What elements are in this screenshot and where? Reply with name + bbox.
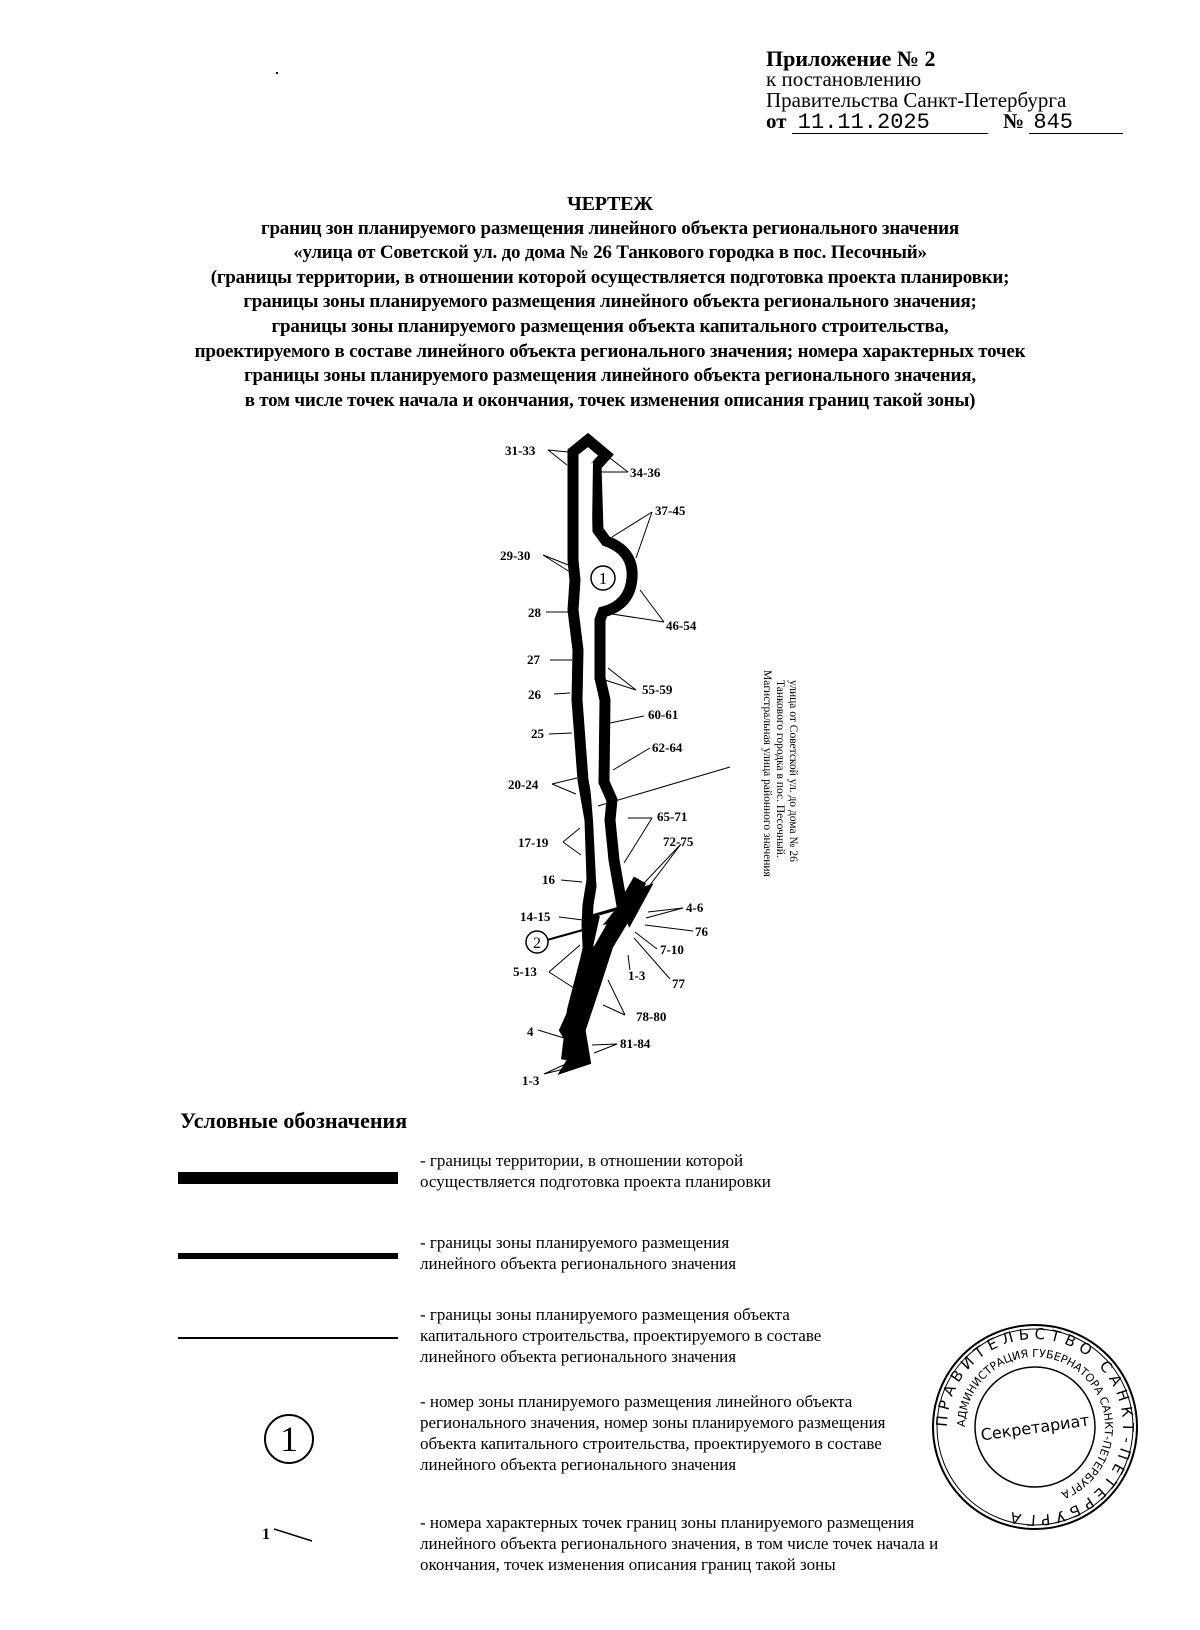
decree-number: 845	[1029, 112, 1124, 134]
title-line: «улица от Советской ул. до дома № 26 Тан…	[293, 242, 927, 264]
point-label: 78-80	[636, 1009, 666, 1024]
legend-text: - границы зоны планируемого размещения	[420, 1233, 730, 1252]
point-label: 60-61	[648, 707, 678, 722]
legend-item-zone-number: - номер зоны планируемого размещения лин…	[420, 1391, 980, 1475]
point-label: 5-13	[513, 964, 537, 979]
planning-drawing: 1 2 31-3	[500, 432, 799, 1088]
legend-text: линейного объекта регионального значения	[420, 1347, 737, 1366]
point-label: 29-30	[500, 548, 530, 563]
point-label: 7-10	[660, 942, 684, 957]
road-inner	[582, 462, 612, 900]
point-label: 28	[528, 605, 542, 620]
decree-date: 11.11.2025	[791, 112, 988, 134]
point-label: 4	[527, 1024, 534, 1039]
legend-text: окончания, точек изменения описания гран…	[420, 1555, 836, 1574]
point-labels: 31-33 34-36 37-45 29-30 28 46-54 27 26 5…	[500, 443, 709, 1088]
legend-symbol-medium-line	[178, 1253, 398, 1259]
point-label: 27	[527, 652, 541, 667]
zone-2-divider	[584, 903, 631, 920]
scan-speck	[276, 72, 278, 74]
zone-1-marker: 1	[590, 565, 616, 591]
annex-header: Приложение № 2 к постановлению Правитель…	[766, 46, 1124, 134]
point-label: 46-54	[666, 618, 697, 633]
legend-text: линейного объекта регионального значения	[420, 1455, 737, 1474]
legend-symbol-thick-line	[178, 1172, 398, 1184]
legend-text: - номер зоны планируемого размещения лин…	[420, 1392, 853, 1411]
lower-branch	[563, 876, 647, 1062]
stamp-center-text: Секретариат	[980, 1410, 1091, 1444]
point-number-sample: 1	[262, 1526, 270, 1543]
legend-symbol-point-number: 1	[262, 1526, 314, 1544]
point-label: 77	[672, 976, 686, 991]
legend-text: - номера характерных точек границ зоны п…	[420, 1513, 915, 1532]
point-label: 62-64	[652, 740, 683, 755]
title-line: границы зоны планируемого размещения объ…	[271, 315, 949, 337]
point-label: 81-84	[620, 1036, 651, 1051]
point-label: 37-45	[655, 503, 686, 518]
point-label: 17-19	[518, 835, 549, 850]
point-label: 14-15	[520, 909, 551, 924]
legend-text: регионального значения, номер зоны плани…	[420, 1413, 886, 1432]
road-callout-line-3: Магистральная улица районного значения	[761, 670, 773, 878]
point-label: 65-71	[657, 809, 687, 824]
legend-item-capital-construction-zone: - границы зоны планируемого размещения о…	[420, 1304, 980, 1367]
legend-text: капитального строительства, проектируемо…	[420, 1326, 822, 1345]
title-heading: ЧЕРТЕЖ	[567, 193, 653, 215]
point-label: 26	[528, 687, 542, 702]
legend-item-territory-boundary: - границы территории, в отношении которо…	[420, 1150, 980, 1192]
point-label: 55-59	[642, 682, 673, 697]
document-title: ЧЕРТЕЖ границ зон планируемого размещени…	[80, 192, 1140, 413]
point-label: 1-3	[628, 968, 646, 983]
leader-line-icon	[273, 1528, 313, 1543]
zone-1-label: 1	[599, 569, 608, 588]
date-prefix: от	[766, 109, 787, 133]
official-stamp: ПРАВИТЕЛЬСТВО САНКТ-ПЕТЕРБУРГА АДМИНИСТР…	[932, 1324, 1138, 1530]
legend-symbol-thin-line	[178, 1337, 398, 1339]
point-label: 4-6	[686, 900, 704, 915]
road-callout-line-2: Танкового городка в пос. Песочный.	[774, 680, 786, 858]
road-callout-line-1: улица от Советской ул. до дома № 26	[787, 680, 799, 862]
point-label: 16	[542, 872, 556, 887]
number-prefix: №	[1003, 109, 1025, 133]
zone-2-marker: 2	[525, 927, 591, 954]
legend-text: линейного объекта регионального значения	[420, 1254, 737, 1273]
territory-boundary	[557, 432, 654, 1076]
legend-title: Условные обозначения	[180, 1108, 408, 1133]
leader-lines	[537, 449, 731, 1075]
title-line: проектируемого в составе линейного объек…	[194, 340, 1026, 362]
point-label: 31-33	[505, 443, 536, 458]
point-label: 20-24	[508, 777, 539, 792]
annex-line-2: к постановлению	[766, 67, 922, 91]
zone-2-label: 2	[533, 935, 541, 952]
annex-title: Приложение № 2	[766, 46, 936, 71]
point-label: 25	[531, 726, 545, 741]
road-callout: улица от Советской ул. до дома № 26 Танк…	[761, 670, 799, 878]
title-line: границы зоны планируемого размещения лин…	[244, 365, 976, 387]
point-label: 1-3	[522, 1073, 540, 1088]
lower-branch-2	[561, 913, 600, 1061]
legend-symbol-zone-number: 1	[264, 1414, 314, 1464]
legend-text: - границы зоны планируемого размещения о…	[420, 1305, 790, 1324]
annex-date-row: от 11.11.2025 № 845	[766, 109, 1124, 134]
legend-text: объекта капитального строительства, прое…	[420, 1434, 882, 1453]
legend-text: осуществляется подготовка проекта планир…	[420, 1172, 771, 1191]
point-label: 34-36	[630, 465, 661, 480]
legend-item-point-numbers: - номера характерных точек границ зоны п…	[420, 1512, 980, 1575]
point-label: 76	[695, 924, 709, 939]
legend-item-linear-object-zone: - границы зоны планируемого размещения л…	[420, 1232, 980, 1274]
annex-line-3: Правительства Санкт-Петербурга	[766, 88, 1067, 112]
title-line: границ зон планируемого размещения линей…	[261, 217, 959, 239]
title-line: в том числе точек начала и окончания, то…	[244, 389, 976, 411]
legend-text: линейного объекта регионального значения…	[420, 1534, 939, 1553]
title-line: (границы территории, в отношении которой…	[210, 266, 1010, 288]
title-line: границы зоны планируемого размещения лин…	[243, 291, 977, 313]
legend-text: - границы территории, в отношении которо…	[420, 1151, 744, 1170]
point-label: 72-75	[663, 834, 694, 849]
